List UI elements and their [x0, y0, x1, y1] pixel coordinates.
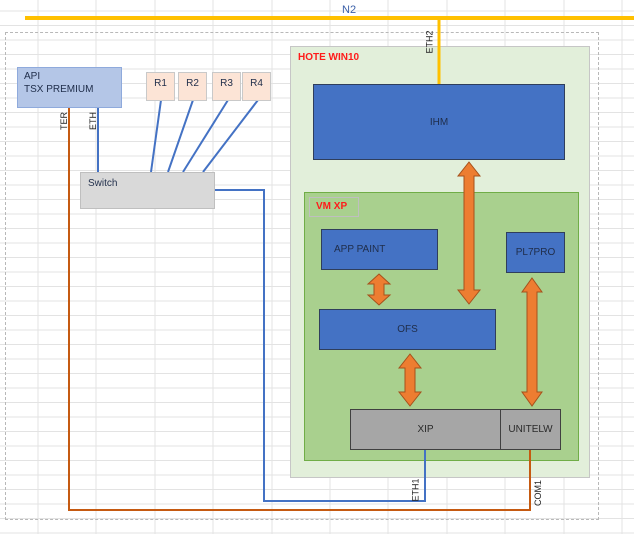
ofs-xip-arrow [397, 353, 423, 407]
r3-link [182, 99, 229, 173]
app-pl7pro[interactable]: PL7PRO [506, 232, 565, 273]
paint-ofs-arrow [366, 273, 392, 306]
remote-r1-label: R1 [154, 78, 167, 89]
network-switch[interactable]: Switch [80, 172, 215, 209]
app-ofs-label: OFS [397, 324, 418, 335]
host-win10-title: HOTE WIN10 [298, 52, 360, 63]
remote-r3[interactable]: R3 [212, 72, 241, 101]
vm-xp-title: VM XP [316, 201, 348, 212]
driver-unitelw[interactable]: UNITELW [500, 409, 561, 450]
remote-r2-label: R2 [186, 78, 199, 89]
driver-xip-label: XIP [417, 424, 434, 435]
ter-port-label: TER [59, 112, 69, 130]
eth2-port-label: ETH2 [424, 30, 435, 54]
eth1-link [215, 189, 426, 502]
r1-link [150, 99, 162, 173]
system-boundary [5, 32, 599, 520]
api-label: API [24, 71, 41, 82]
driver-xip[interactable]: XIP [350, 409, 501, 450]
com1-port-label: COM1 [533, 479, 544, 507]
switch-label: Switch [88, 178, 118, 189]
api-tsx-premium[interactable]: API TSX PREMIUM [17, 67, 122, 108]
app-pl7pro-label: PL7PRO [515, 247, 556, 258]
app-paint-label: APP PAINT [334, 244, 386, 255]
eth1-port-label: ETH1 [410, 478, 421, 502]
app-ihm-label: IHM [429, 116, 449, 128]
remote-r2[interactable]: R2 [178, 72, 207, 101]
api-model-label: TSX PREMIUM [24, 84, 94, 95]
remote-r1[interactable]: R1 [146, 72, 175, 101]
ter-com1-link [68, 108, 531, 511]
app-ihm[interactable]: IHM [313, 84, 565, 160]
remote-r3-label: R3 [220, 78, 233, 89]
r2-link [167, 99, 194, 173]
remote-r4[interactable]: R4 [242, 72, 271, 101]
ihm-ofs-arrow [456, 161, 482, 305]
eth-port-label: ETH [88, 112, 98, 130]
pl7pro-unitelw-arrow [521, 277, 543, 407]
r4-link [202, 99, 259, 173]
vm-xp-title-box [309, 197, 359, 217]
app-ofs[interactable]: OFS [319, 309, 496, 350]
driver-unitelw-label: UNITELW [508, 424, 553, 435]
app-paint[interactable]: APP PAINT [321, 229, 438, 270]
n2-network-label: N2 [342, 4, 357, 16]
remote-r4-label: R4 [250, 78, 263, 89]
